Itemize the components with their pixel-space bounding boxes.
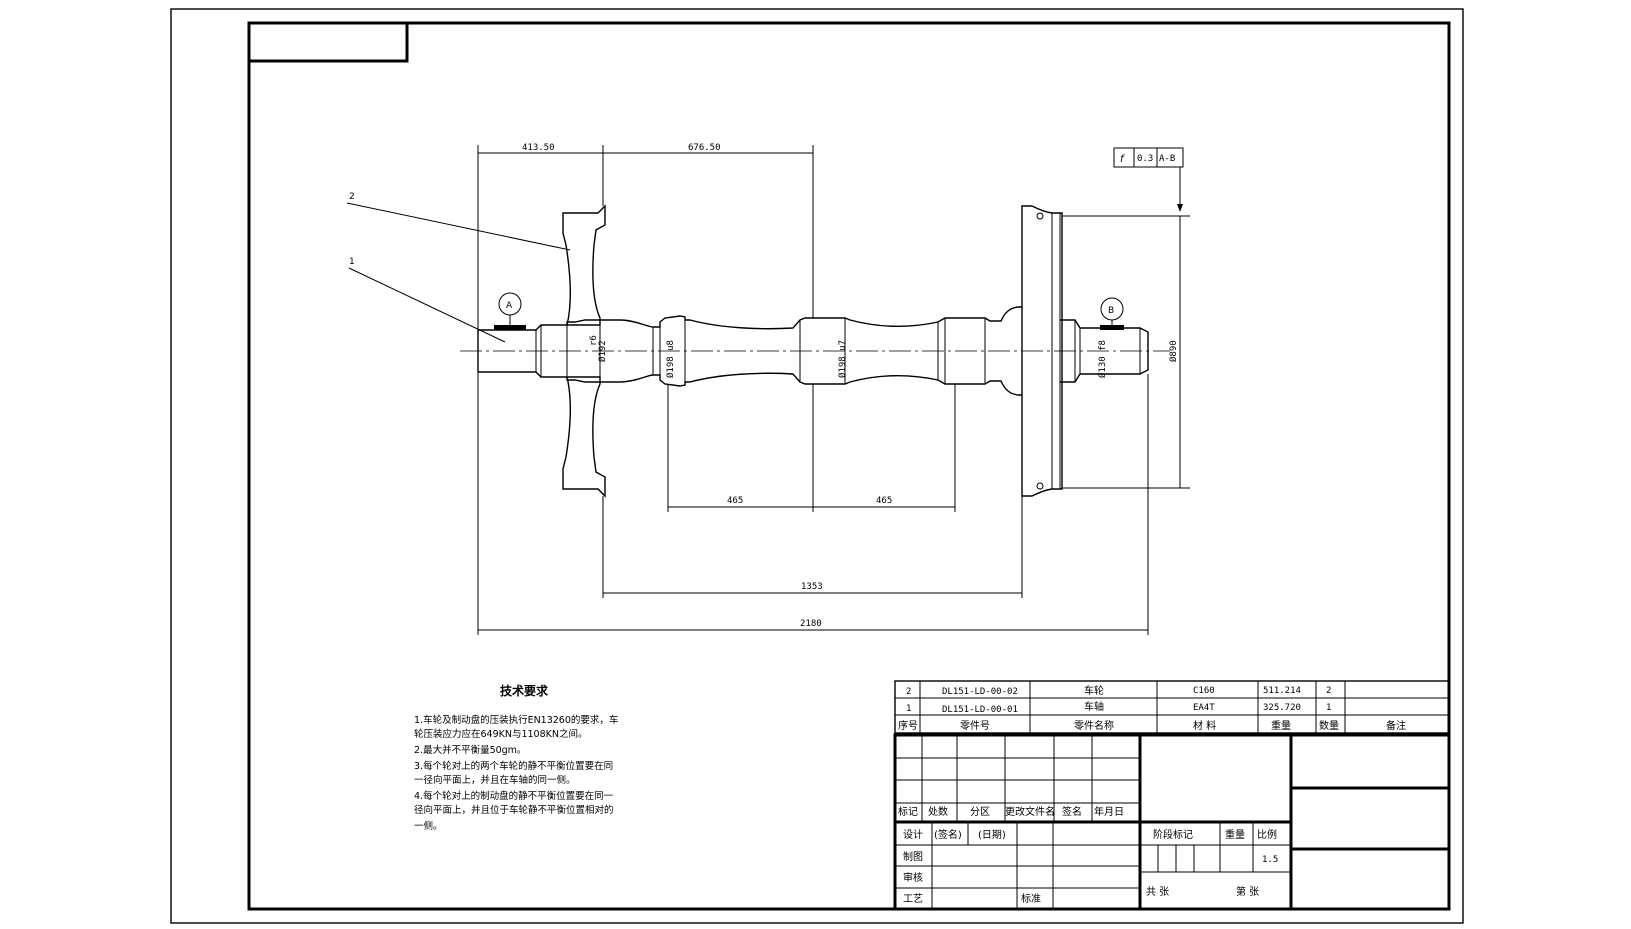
dim-2180: 2180 (800, 619, 822, 629)
tech-req-line-1: 1.车轮及制动盘的压装执行EN13260的要求，车 (414, 714, 618, 726)
horizontal-dimensions (477, 145, 1190, 635)
tb-signature: (签名) (934, 828, 962, 841)
dim-413: 413.50 (522, 143, 555, 153)
part-row-1-no: 1 (906, 704, 911, 714)
dim-676: 676.50 (688, 143, 721, 153)
tolerance-value: 0.3 (1137, 154, 1153, 164)
parts-header-no: 序号 (898, 719, 918, 732)
tb-weight: 重量 (1225, 828, 1245, 841)
part-row-2-code: DL151-LD-00-02 (942, 687, 1018, 697)
tech-req-line-3: 2.最大并不平衡量50gm。 (414, 744, 526, 756)
parts-list-grid (894, 680, 1450, 734)
title-block-grid (893, 733, 1451, 911)
inner-frame (247, 21, 1451, 911)
axle (477, 306, 1149, 396)
part-row-1-name: 车轴 (1084, 700, 1104, 713)
datum-b-marker (1100, 297, 1124, 330)
rev-header-zone: 分区 (970, 806, 990, 818)
tech-req-line-5: 一径向平面上，并且在车轴的同一侧。 (414, 774, 576, 786)
parts-header-qty: 数量 (1319, 719, 1339, 732)
tolerance-symbol: f (1120, 154, 1125, 165)
tolerance-datum: A-B (1159, 154, 1175, 164)
leader-1-line (348, 267, 506, 343)
parts-header-material: 材 料 (1193, 719, 1216, 732)
dim-dia-192-tol: r6 (589, 335, 599, 346)
parts-header-remark: 备注 (1386, 719, 1406, 732)
dim-465-right: 465 (876, 496, 892, 506)
tb-stage-mark: 阶段标记 (1153, 828, 1193, 841)
leader-1-label: 1 (349, 257, 355, 267)
tb-standard: 标准 (1021, 893, 1041, 905)
tb-design: 设计 (903, 828, 923, 841)
parts-header-name: 零件名称 (1074, 719, 1114, 732)
datum-a-label: A (506, 301, 513, 311)
tech-requirements-title: 技术要求 (500, 683, 549, 698)
tb-drawn: 制图 (903, 850, 923, 863)
rev-header-count: 处数 (928, 805, 948, 818)
tech-req-line-6: 4.每个轮对上的制动盘的静不平衡位置要在同一 (414, 790, 614, 802)
dim-1353: 1353 (801, 582, 823, 592)
part-row-1-weight: 325.720 (1263, 703, 1301, 713)
part-row-2-weight: 511.214 (1263, 686, 1301, 696)
leader-2-line (346, 202, 571, 251)
part-row-1-qty: 1 (1326, 703, 1331, 713)
dim-dia-198-left: Ø198 u8 (665, 340, 676, 378)
tech-req-line-4: 3.每个轮对上的两个车轮的静不平衡位置要在同 (414, 760, 613, 772)
part-row-2-name: 车轮 (1084, 684, 1104, 697)
tech-req-line-8: 一侧。 (414, 820, 443, 832)
tb-total-sheets: 共 张 (1146, 886, 1169, 898)
rev-header-sign: 签名 (1062, 805, 1082, 818)
part-row-2-material: C160 (1193, 686, 1215, 696)
tb-scale: 比例 (1257, 828, 1277, 841)
tech-req-line-2: 轮压装应力应在649KN与1108KN之间。 (414, 728, 587, 740)
corner-code-box (247, 21, 409, 63)
dim-dia-192: Ø192 (597, 340, 608, 362)
tb-process: 工艺 (903, 893, 923, 905)
outer-border (170, 8, 1464, 924)
parts-header-code: 零件号 (960, 720, 990, 732)
tb-checked: 审核 (903, 871, 923, 884)
leader-2-label: 2 (349, 192, 355, 202)
dim-dia-198-mid: Ø198 u7 (837, 340, 848, 378)
tb-date: (日期) (978, 829, 1006, 841)
part-row-1-code: DL151-LD-00-01 (942, 705, 1018, 715)
tb-sheet-no: 第 张 (1236, 885, 1259, 898)
runout-tolerance-frame (1113, 147, 1184, 212)
part-row-2-qty: 2 (1326, 686, 1331, 696)
dim-dia-890: Ø890 (1168, 340, 1179, 362)
left-wheel (562, 204, 606, 498)
tech-req-line-7: 径向平面上，并且位于车轮静不平衡位置相对的 (414, 804, 614, 816)
part-row-2-no: 2 (906, 687, 911, 697)
datum-b-label: B (1108, 306, 1114, 316)
datum-a-marker (494, 292, 526, 330)
right-wheel (1021, 205, 1063, 497)
part-row-1-material: EA4T (1193, 703, 1215, 713)
dim-465-left: 465 (727, 496, 743, 506)
tb-scale-value: 1.5 (1262, 855, 1278, 865)
rev-header-doc: 更改文件名 (1005, 805, 1055, 818)
rev-header-date: 年月日 (1094, 805, 1124, 818)
dim-dia-130: Ø130 f8 (1097, 340, 1108, 378)
rev-header-mark: 标记 (898, 806, 918, 818)
parts-header-weight: 重量 (1271, 719, 1291, 732)
